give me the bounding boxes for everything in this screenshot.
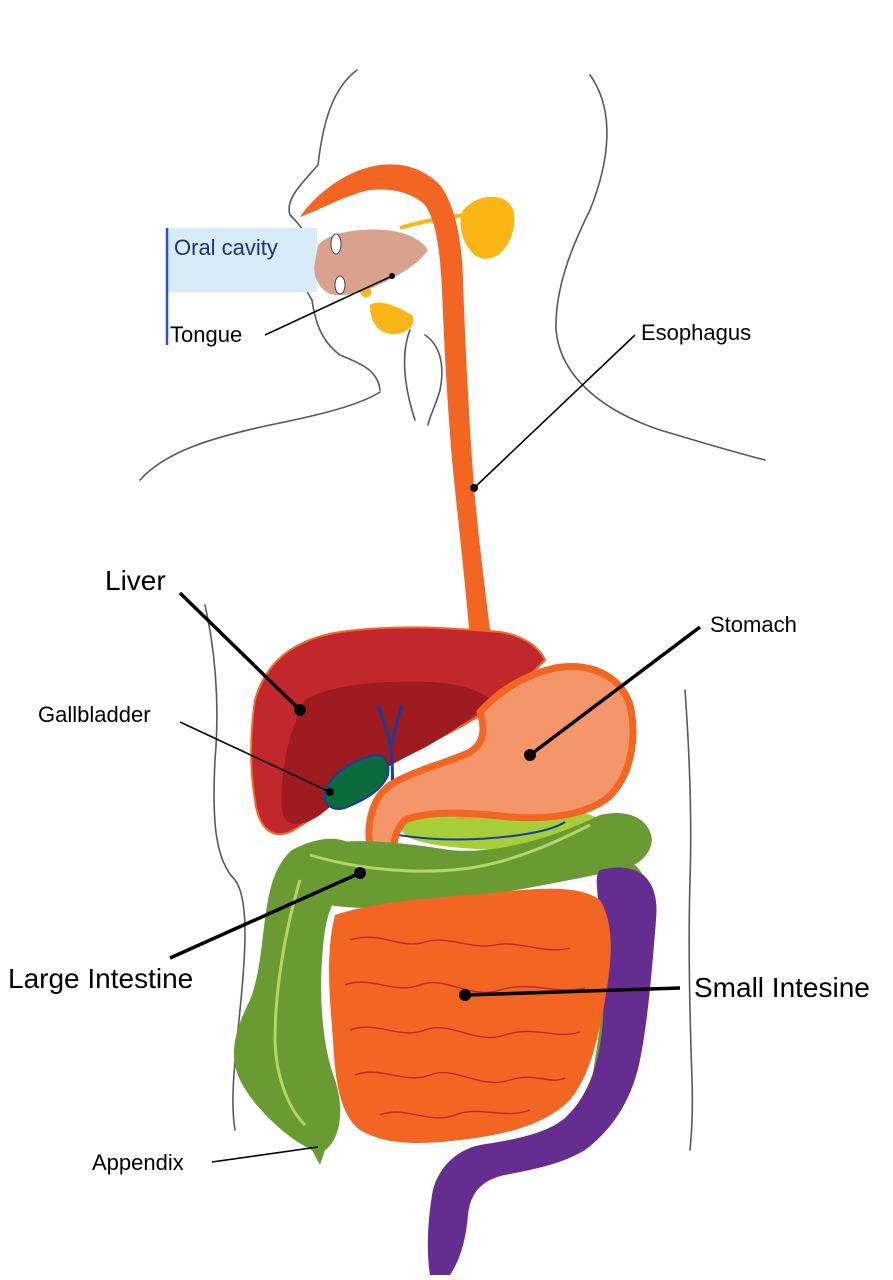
label-large-intestine: Large Intestine: [8, 963, 193, 994]
label-gallbladder: Gallbladder: [38, 702, 151, 727]
oral-cavity-highlight: [167, 228, 317, 292]
pancreatic-duct: [397, 821, 566, 841]
leader-lines: [169, 273, 702, 1163]
ascending-colon: [233, 838, 360, 1165]
liver-dot: [294, 704, 306, 716]
parotid-gland: [460, 196, 515, 259]
large-intestine-leader: [169, 871, 361, 960]
appendix-leader: [211, 1146, 319, 1163]
esophagus-leader: [473, 334, 636, 489]
submandibular-gland: [370, 302, 414, 335]
label-small-intestine: Small Intesine: [694, 972, 870, 1003]
small-intestine-dot: [459, 989, 471, 1001]
small-intestine-folds: [344, 936, 586, 1119]
small-intestine-leader: [464, 986, 681, 997]
salivary-glands: [353, 196, 515, 335]
throat-outline: [424, 334, 443, 426]
large-intestine-dot: [354, 867, 366, 879]
labels: Oral cavity Tongue Esophagus Liver Gallb…: [8, 235, 870, 1175]
small-intestine-organ: [329, 888, 611, 1143]
liver-leader: [178, 591, 302, 712]
gallbladder-dot: [326, 788, 334, 796]
stomach-shape: [365, 663, 637, 859]
label-oral-cavity: Oral cavity: [174, 235, 278, 260]
back-of-head-outline: [555, 74, 766, 461]
stomach-leader: [528, 625, 702, 757]
parotid-duct: [399, 213, 466, 230]
small-intestine-shape: [329, 888, 611, 1143]
gallbladder-shape: [323, 753, 390, 810]
esophagus-dot: [470, 484, 478, 492]
label-appendix: Appendix: [92, 1150, 184, 1175]
upper-tooth: [330, 233, 342, 255]
label-tongue: Tongue: [170, 322, 242, 347]
tongue-leader: [264, 275, 393, 336]
label-liver: Liver: [105, 565, 166, 596]
lower-tooth: [334, 275, 346, 295]
stomach-dot: [524, 749, 536, 761]
esophagus-tube: [300, 164, 505, 720]
right-torso-outline: [684, 689, 694, 1151]
left-shoulder-outline: [139, 391, 381, 481]
tongue-dot: [389, 273, 395, 279]
label-stomach: Stomach: [710, 612, 797, 637]
rectum-shape: [427, 867, 657, 1275]
gallbladder-leader: [179, 721, 331, 793]
chin-outline: [403, 329, 416, 421]
label-esophagus: Esophagus: [641, 320, 751, 345]
